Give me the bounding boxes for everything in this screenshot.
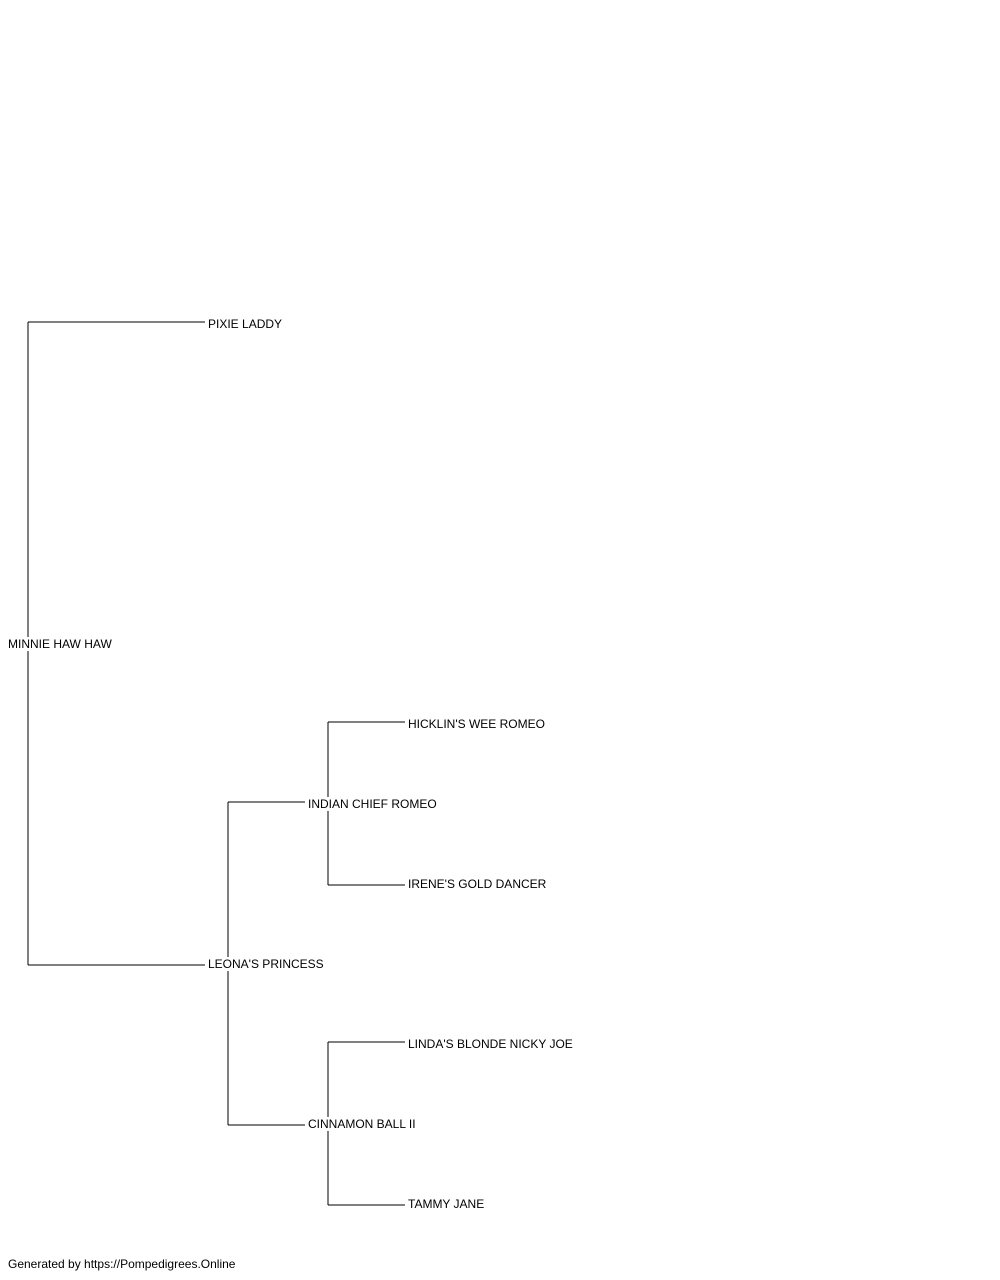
node-dam-dam-dam: TAMMY JANE <box>408 1197 485 1211</box>
node-dam-sire: INDIAN CHIEF ROMEO <box>308 797 437 811</box>
node-dam-dam: CINNAMON BALL II <box>308 1117 416 1131</box>
footer-credit: Generated by https://Pompedigrees.Online <box>8 1257 236 1271</box>
node-dam: LEONA'S PRINCESS <box>208 957 324 971</box>
node-dam-dam-sire: LINDA'S BLONDE NICKY JOE <box>408 1037 573 1051</box>
node-dam-sire-dam: IRENE'S GOLD DANCER <box>408 877 547 891</box>
node-subject: MINNIE HAW HAW <box>8 637 112 651</box>
node-sire: PIXIE LADDY <box>208 317 283 331</box>
node-dam-sire-sire: HICKLIN'S WEE ROMEO <box>408 717 545 731</box>
